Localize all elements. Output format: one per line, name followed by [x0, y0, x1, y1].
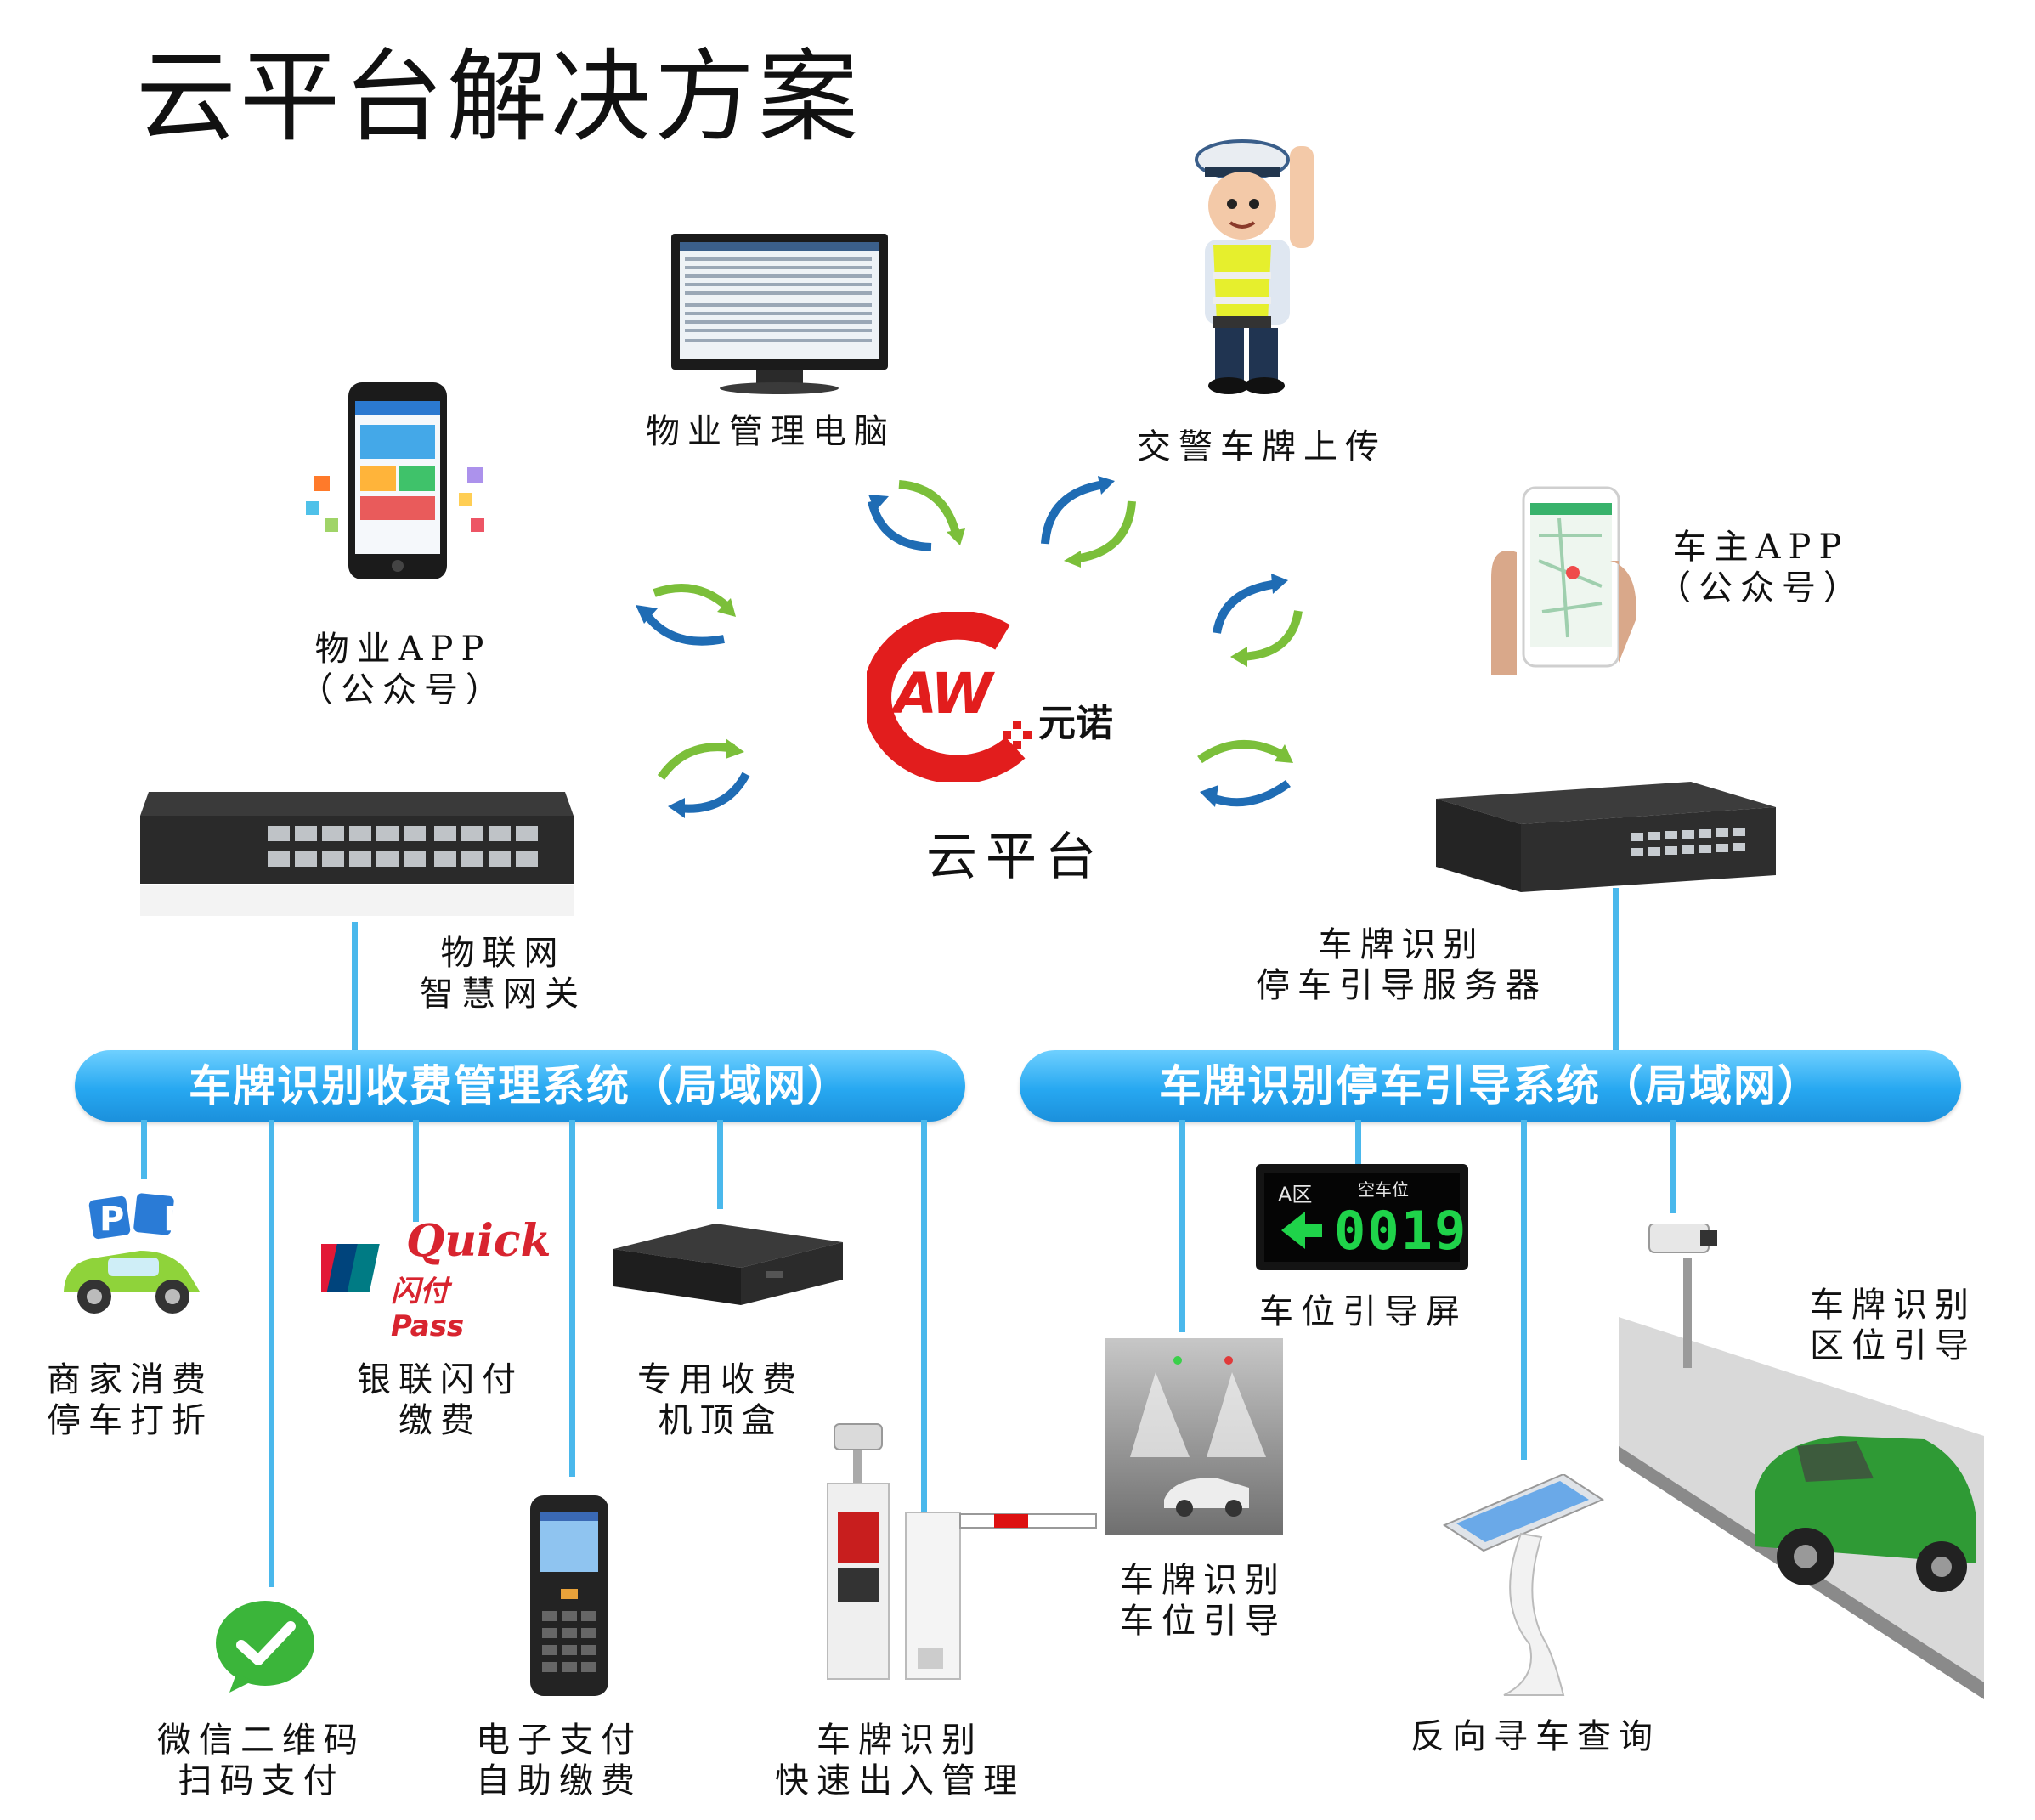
sync-arrow-icon — [657, 738, 750, 818]
connector-line — [921, 1120, 927, 1562]
sync-arrow-icon — [636, 584, 736, 646]
handheld-terminal-icon — [527, 1495, 612, 1699]
sync-arrow-icon — [868, 480, 965, 551]
unionpay-quickpass-logo: Quick 闪付Pass — [306, 1215, 551, 1343]
wechat-icon — [212, 1597, 319, 1695]
screen-sign-text: A区 — [1278, 1183, 1313, 1207]
police-upload-label: 交警车牌上传 — [1137, 427, 1387, 466]
owner-app-phone — [1491, 484, 1640, 675]
garage-guidance-image — [1105, 1338, 1283, 1535]
quickpass-text: Quick — [406, 1215, 551, 1267]
space-guidance-screen: A区 空车位 0019 — [1256, 1164, 1468, 1270]
iot-gateway-switch — [140, 782, 574, 922]
property-app-label: 物业APP （公众号） — [299, 630, 507, 709]
connector-line — [1521, 1120, 1527, 1460]
screen-header-text: 空车位 — [1358, 1179, 1409, 1200]
parking-car-icon: P P — [47, 1190, 217, 1325]
property-app-phone — [297, 382, 501, 586]
entry-barrier-icon — [816, 1410, 1105, 1691]
pp-badge-text: P P — [99, 1200, 202, 1239]
page-title: 云平台解决方案 — [136, 38, 862, 155]
set-top-box-icon — [613, 1224, 843, 1308]
iot-gateway-label: 物联网 智慧网关 — [420, 934, 586, 1014]
connector-line — [717, 1120, 723, 1209]
connector-line — [141, 1120, 147, 1179]
merchant-discount-label: 商家消费 停车打折 — [47, 1360, 213, 1440]
guidance-server-label: 车牌识别 停车引导服务器 — [1256, 925, 1547, 1005]
set-top-box-label: 专用收费 机顶盒 — [637, 1360, 804, 1440]
guidance-system-bar: 车牌识别停车引导系统（局域网） — [1020, 1050, 1961, 1122]
search-kiosk-icon — [1436, 1472, 1606, 1704]
sync-arrow-icon — [1213, 574, 1303, 667]
connector-line — [1355, 1120, 1361, 1167]
zone-guidance-label: 车牌识别 区位引导 — [1810, 1286, 1976, 1365]
reverse-search-label: 反向寻车查询 — [1410, 1717, 1660, 1756]
quickpass-sub-text: 闪付Pass — [391, 1275, 465, 1343]
cloud-platform-label: 云平台 — [926, 828, 1105, 887]
fast-entry-label: 车牌识别 快速出入管理 — [775, 1721, 1025, 1800]
cloud-logo: AW — [862, 610, 1045, 784]
connector-line — [1670, 1120, 1676, 1213]
handheld-pay-label: 电子支付 自助缴费 — [476, 1721, 642, 1800]
connector-line — [269, 1120, 274, 1587]
logo-mark: AW — [894, 661, 992, 726]
wechat-pay-label: 微信二维码 扫码支付 — [157, 1721, 365, 1800]
property-pc-monitor — [671, 234, 888, 395]
zone-guidance-scene — [1619, 1223, 1984, 1699]
sync-arrow-icon — [1197, 739, 1293, 807]
guidance-server-switch — [1436, 782, 1776, 901]
unionpay-label: 银联闪付 缴费 — [357, 1360, 523, 1440]
logo-checker-icon — [1003, 721, 1032, 749]
traffic-police-icon — [1190, 136, 1317, 399]
property-pc-label: 物业管理电脑 — [646, 412, 896, 451]
connector-line — [569, 1120, 575, 1477]
connector-line — [1613, 888, 1619, 1054]
connector-line — [352, 922, 358, 1054]
connector-line — [413, 1120, 419, 1222]
brand-name: 元诺 — [1038, 702, 1113, 745]
space-screen-label: 车位引导屏 — [1259, 1292, 1467, 1331]
space-guidance-label: 车牌识别 车位引导 — [1120, 1561, 1286, 1641]
connector-line — [1179, 1120, 1185, 1332]
sync-arrow-icon — [1041, 476, 1136, 568]
charging-system-bar: 车牌识别收费管理系统（局域网） — [75, 1050, 965, 1122]
screen-number-text: 0019 — [1334, 1200, 1468, 1262]
owner-app-label: 车主APP （公众号） — [1657, 528, 1865, 608]
